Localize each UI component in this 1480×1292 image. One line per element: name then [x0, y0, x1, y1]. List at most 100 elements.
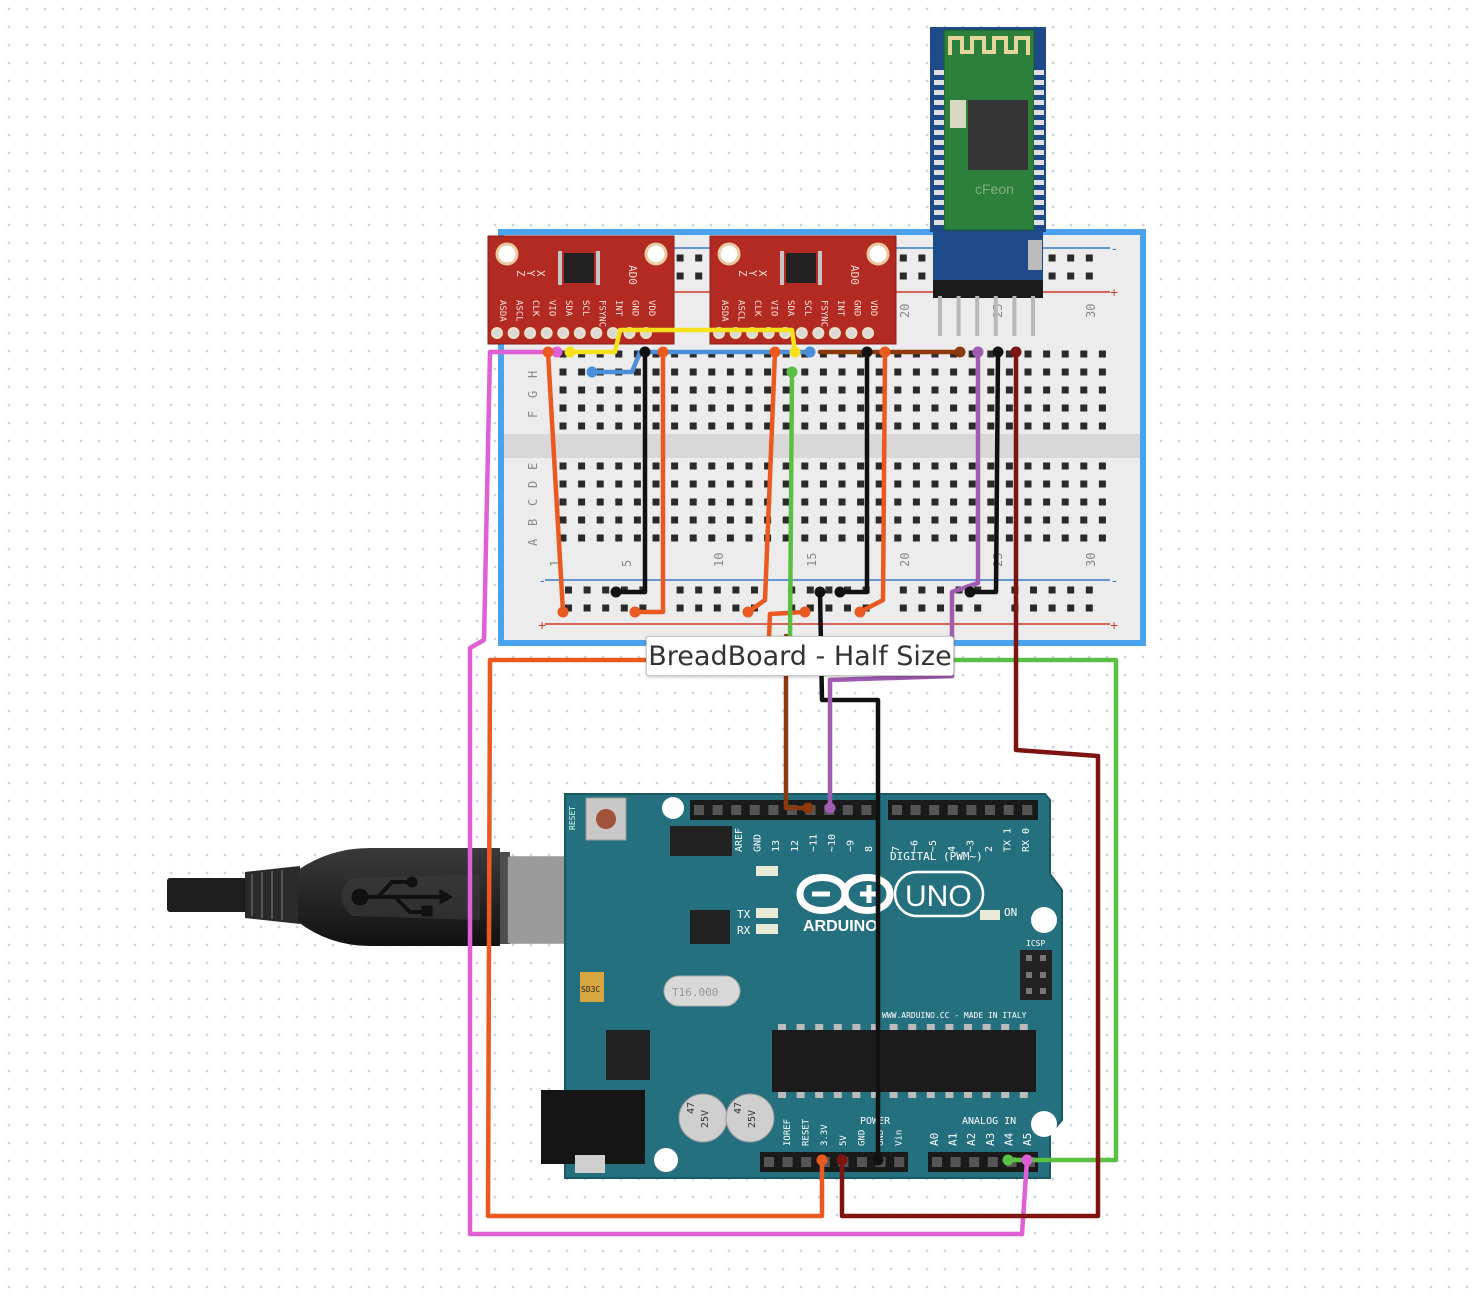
- power-jack[interactable]: [541, 1090, 645, 1164]
- bluetooth-module[interactable]: cFeon: [930, 27, 1046, 336]
- website-label: WWW.ARDUINO.CC - MADE IN ITALY: [882, 1011, 1027, 1020]
- digital-pin-label: ~6: [910, 840, 921, 852]
- row-letter-g: G: [526, 391, 540, 398]
- cap-1-label-2: 25V: [700, 1110, 711, 1128]
- row-letter-c: C: [526, 499, 540, 506]
- power-pin-label: Vin: [895, 1130, 905, 1146]
- row-letter-a: A: [526, 538, 540, 546]
- digital-pin-label: AREF: [734, 828, 745, 852]
- mount-hole: [495, 242, 519, 266]
- on-label: ON: [1004, 906, 1017, 919]
- crystal-label: T16.000: [672, 986, 718, 999]
- wire-black-3[interactable]: [967, 349, 1001, 595]
- chip-icon: [564, 253, 594, 283]
- power-label: POWER: [860, 1116, 891, 1127]
- digital-pin-label: 2: [984, 846, 995, 852]
- wire-green[interactable]: [787, 369, 1119, 1163]
- wire-yellow[interactable]: [567, 327, 798, 355]
- bt-side-pads: [934, 70, 1044, 225]
- tx-led: [756, 908, 778, 918]
- sensor-pin-label: VDD: [646, 300, 656, 316]
- row-letter-h: H: [526, 371, 540, 378]
- digital-pin-label: ~9: [846, 840, 857, 852]
- analog-pin-label: A4: [1002, 1132, 1015, 1146]
- chip-icon: [786, 253, 816, 283]
- sensor-pin-label: INT: [613, 300, 623, 317]
- cap-2-label-1: 47: [733, 1102, 744, 1114]
- power-pin-label: 3.3V: [820, 1124, 830, 1146]
- digital-pin-label: 8: [864, 846, 875, 852]
- power-pin-label: IOREF: [783, 1119, 793, 1146]
- regulator-icon: [606, 1030, 650, 1080]
- bt-header: [933, 280, 1043, 298]
- on-led: [980, 910, 1000, 920]
- sensor-pin-label: ASCL: [514, 300, 524, 322]
- analog-pin-label: A2: [965, 1133, 978, 1146]
- rail-plus-bottom-right: +: [1110, 617, 1118, 633]
- wire-orange-3[interactable]: [745, 349, 778, 615]
- bt-button-icon: [1028, 240, 1042, 270]
- sensor-pin-label: FSYNC: [596, 300, 606, 327]
- cap-2-label-2: 25V: [747, 1110, 758, 1128]
- sensor-pin-label: INT: [835, 300, 845, 317]
- rx-led: [756, 924, 778, 934]
- bt-pins: [938, 296, 1035, 336]
- fuse-label: SD3C: [581, 985, 600, 994]
- wire-purple[interactable]: [827, 349, 981, 811]
- digital-pin-label: ~3: [965, 840, 976, 852]
- axis-z: Z: [736, 270, 749, 277]
- mount-hole: [1031, 907, 1057, 933]
- wire-orange-2[interactable]: [545, 349, 566, 615]
- ad0-label: AD0: [626, 265, 639, 285]
- col-number-25-top: 25: [991, 304, 1005, 318]
- tooltip-text: BreadBoard - Half Size: [648, 640, 952, 672]
- usb-cable[interactable]: [167, 848, 629, 946]
- sensor-pin-label: CLK: [530, 300, 540, 317]
- digital-label: DIGITAL (PWM~): [890, 850, 983, 863]
- sensor-pin-label: SDA: [563, 300, 573, 317]
- wire-darkred[interactable]: [839, 349, 1101, 1219]
- capacitor-icon: [725, 1093, 775, 1143]
- row-letter-f: F: [526, 411, 540, 418]
- chip-legs: [778, 1024, 1028, 1098]
- usb-chip-icon: [690, 910, 730, 944]
- digital-pin-label: 12: [790, 840, 801, 852]
- col-number-5: 5: [620, 560, 634, 567]
- wire-orange-4[interactable]: [857, 349, 888, 615]
- mount-hole: [662, 797, 684, 819]
- wire-pink[interactable]: [467, 349, 1030, 1237]
- component-tooltip: BreadBoard - Half Size: [646, 636, 954, 676]
- sensor-pin-label: SCL: [580, 300, 590, 316]
- sensor-pin-label: VIO: [547, 300, 557, 316]
- wire-black-1[interactable]: [613, 349, 648, 595]
- arduino-uno[interactable]: RESET ARDUINO UNO DIGITAL (PWM~) TX RX O…: [541, 793, 1063, 1179]
- analog-pin-label: A3: [984, 1133, 997, 1146]
- rail-plus-top-right: +: [1110, 284, 1118, 300]
- wires: [467, 327, 1119, 1237]
- analog-pin-label: A1: [947, 1133, 960, 1146]
- reset-label: RESET: [568, 806, 577, 830]
- col-number-20: 20: [898, 553, 912, 567]
- wire-orange-1[interactable]: [632, 349, 666, 615]
- digital-pin-label: ~5: [928, 840, 939, 852]
- axis-x: X: [534, 270, 547, 277]
- axis-y: Y: [524, 270, 537, 277]
- sensor-pin-label: ASDA: [497, 300, 507, 322]
- wire-orange-5[interactable]: [485, 609, 825, 1219]
- col-number-20-top: 20: [898, 304, 912, 318]
- cap-1-label-1: 47: [686, 1102, 697, 1114]
- col-number-30-top: 30: [1084, 304, 1098, 318]
- analog-in-label: ANALOG IN: [962, 1116, 1016, 1127]
- sensor-pin-label: VDD: [868, 300, 878, 316]
- power-pin-label: RESET: [802, 1118, 812, 1146]
- mount-hole: [644, 242, 668, 266]
- wire-black-2[interactable]: [837, 349, 870, 595]
- wire-blue[interactable]: [589, 349, 813, 375]
- axis-z: Z: [514, 270, 527, 277]
- arduino-model: UNO: [905, 880, 972, 913]
- sensor-pin-label: FSYNC: [818, 300, 828, 327]
- sensor-pin-label: SDA: [785, 300, 795, 317]
